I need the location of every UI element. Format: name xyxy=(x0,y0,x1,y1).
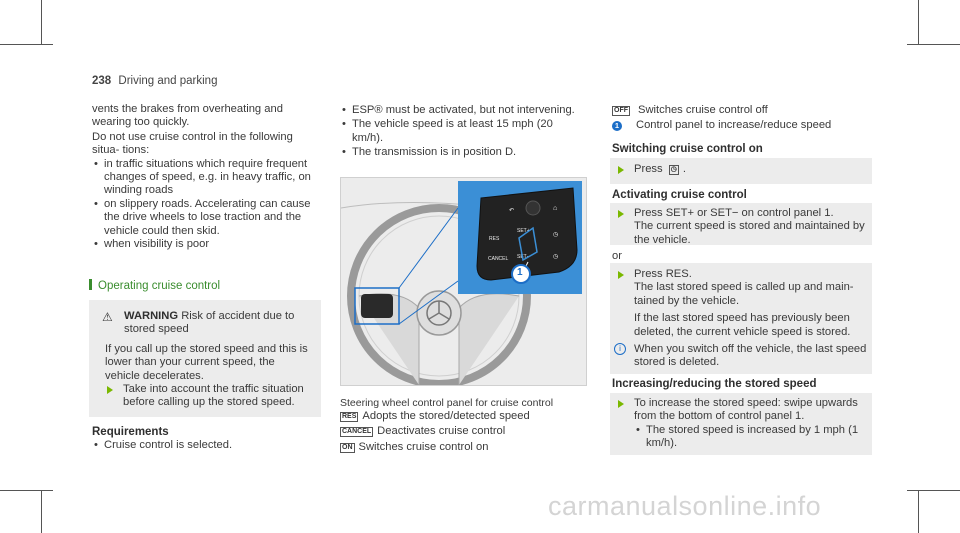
step-box xyxy=(610,203,872,245)
step-arrow-icon xyxy=(618,166,624,174)
warning-step-text: Take into account the traffic situation … xyxy=(123,383,304,409)
step-arrow-icon xyxy=(107,386,113,394)
cancel-icon: CANCEL xyxy=(340,427,374,438)
heading-switch-on: Switching cruise control on xyxy=(612,143,763,155)
list-item: The vehicle speed is at least 15 mph (20… xyxy=(340,118,585,145)
column-2: ESP® must be activated, but not interven… xyxy=(340,104,585,160)
list-item: on slippery roads. Accelerating can caus… xyxy=(92,198,320,238)
cruise-on-icon: ON xyxy=(340,442,355,453)
legend-text: Switches cruise control on xyxy=(358,440,489,453)
step: Press ◷. xyxy=(612,163,686,176)
list-item: The transmission is in position D. xyxy=(340,146,585,160)
list-item: The stored speed is increased by 1 mph (… xyxy=(634,424,872,451)
svg-text:◷: ◷ xyxy=(553,254,558,260)
step-result: The last stored speed is called up and m… xyxy=(634,281,854,307)
figure-callout: 1 xyxy=(517,267,523,278)
warning-step: Take into account the traffic situation … xyxy=(105,383,310,410)
info-icon: i xyxy=(614,343,626,356)
warning-icon: ⚠ xyxy=(102,310,113,324)
paragraph: Do not use cruise control in the followi… xyxy=(92,130,293,157)
warning-header: ⚠ WARNING Risk of accident due to stored… xyxy=(102,310,317,337)
crop-mark xyxy=(907,490,960,491)
warning-body: If you call up the stored speed and this… xyxy=(105,343,308,382)
step-arrow-icon xyxy=(618,271,624,279)
svg-text:SET+: SET+ xyxy=(517,228,530,234)
watermark: carmanualsonline.info xyxy=(548,491,822,521)
step: To increase the stored speed: swipe upwa… xyxy=(612,397,872,451)
list-item: ESP® must be activated, but not interven… xyxy=(340,104,585,118)
crop-mark xyxy=(0,490,53,491)
svg-text:RES: RES xyxy=(489,236,500,242)
paragraph: vents the brakes from overheating and we… xyxy=(92,103,283,129)
warning-title: Risk of accident due to stored speed xyxy=(124,310,295,336)
heading-increase: Increasing/reducing the stored speed xyxy=(612,378,817,390)
section-bar xyxy=(89,279,92,290)
warning-label: WARNING xyxy=(124,310,179,322)
legend-item: 1 Control panel to increase/reduce speed xyxy=(612,119,882,132)
section-title: Driving and parking xyxy=(118,75,218,87)
legend-text: Switches cruise control off xyxy=(638,104,768,116)
steering-wheel-figure: ↶ ⌂ RES CANCEL SET+ SET− ◷ ◷ 1 xyxy=(340,177,587,386)
svg-text:CANCEL: CANCEL xyxy=(488,256,509,262)
step-box xyxy=(610,263,872,374)
list-item: Cruise control is selected. xyxy=(92,439,324,453)
res-icon: RES xyxy=(340,412,359,422)
step-arrow-icon xyxy=(618,210,624,218)
step-arrow-icon xyxy=(618,400,624,408)
step-result: If the last stored speed has previously … xyxy=(634,312,851,338)
requirements-heading: Requirements xyxy=(92,426,169,438)
or-text: or xyxy=(612,250,622,262)
step-text: To increase the stored speed: swipe upwa… xyxy=(634,397,858,423)
list-item: when visibility is poor xyxy=(92,238,320,252)
legend-list: OFF Switches cruise control off 1 Control … xyxy=(612,104,882,133)
page-header: 238 Driving and parking xyxy=(92,75,217,88)
section-heading: Operating cruise control xyxy=(89,279,220,293)
legend-item: OFF Switches cruise control off xyxy=(612,104,882,117)
svg-text:◷: ◷ xyxy=(553,232,558,238)
svg-text:↶: ↶ xyxy=(509,207,514,214)
svg-text:SET−: SET− xyxy=(517,254,530,260)
page-number: 238 xyxy=(92,75,112,87)
step-box xyxy=(610,158,872,184)
crop-mark xyxy=(918,490,919,533)
step-text: Press SET+ or SET− on control panel 1. xyxy=(634,207,834,219)
legend-text: Control panel to increase/reduce speed xyxy=(636,119,832,132)
step-text: Press RES. xyxy=(634,268,692,280)
legend-text: Deactivates cruise control xyxy=(377,425,506,438)
steering-wheel-illustration: ↶ ⌂ RES CANCEL SET+ SET− ◷ ◷ xyxy=(341,178,586,385)
crop-mark xyxy=(918,0,919,45)
cruise-off-icon: OFF xyxy=(612,106,630,116)
section-heading-text: Operating cruise control xyxy=(98,280,221,292)
crop-mark xyxy=(907,44,960,45)
crop-mark xyxy=(41,490,42,533)
step-result: The current speed is stored and maintain… xyxy=(634,220,865,246)
legend-text: Adopts the stored/detected speed xyxy=(362,410,530,422)
step-text: Press xyxy=(634,163,663,175)
warning-box xyxy=(89,300,321,417)
figure-caption: Steering wheel control panel for cruise … xyxy=(340,397,554,409)
column-1: vents the brakes from overheating and we… xyxy=(92,103,320,252)
crop-mark xyxy=(41,0,42,45)
note-text: When you switch off the vehicle, the las… xyxy=(634,343,867,369)
callout-icon: 1 xyxy=(612,121,622,132)
list-item: in traffic situations which require freq… xyxy=(92,158,320,198)
svg-text:⌂: ⌂ xyxy=(553,205,557,212)
step: Press SET+ or SET− on control panel 1. T… xyxy=(612,207,872,247)
heading-activate: Activating cruise control xyxy=(612,189,747,201)
step: Press RES. The last stored speed is call… xyxy=(612,268,872,370)
crop-mark xyxy=(0,44,53,45)
cruise-on-icon: ◷ xyxy=(668,165,679,175)
